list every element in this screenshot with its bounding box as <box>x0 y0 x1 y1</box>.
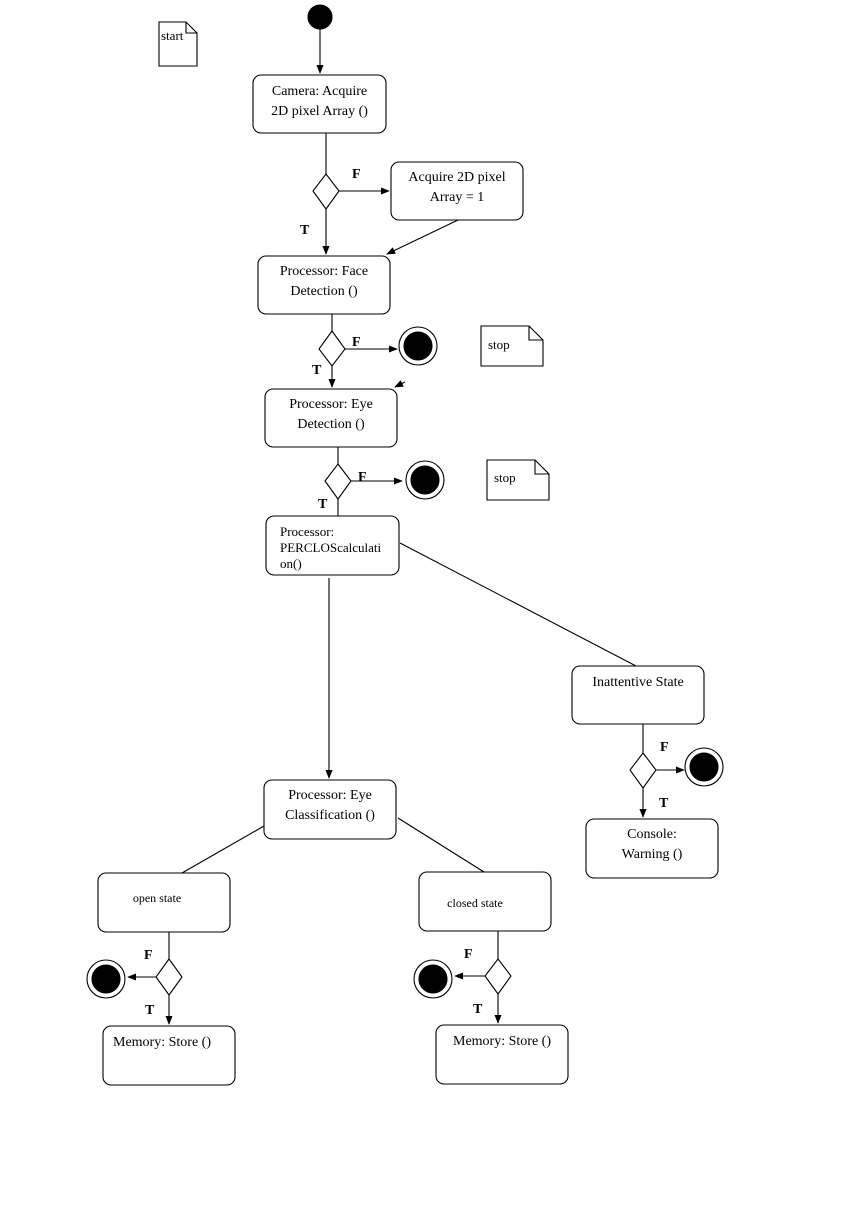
node-open-shape <box>97 872 231 933</box>
edge-acquire-face <box>386 219 459 255</box>
node-closed-shape <box>418 871 552 932</box>
node-mem-right-shape <box>435 1024 569 1085</box>
final-node-5 <box>413 959 453 999</box>
final-node-1 <box>398 326 438 366</box>
note-stop1-shape <box>480 325 544 367</box>
final-node-4 <box>86 959 126 999</box>
edge-eyeclass-open <box>181 825 265 874</box>
edge-perclos-inattentive <box>399 542 637 667</box>
initial-node <box>307 4 333 30</box>
node-camera-shape <box>252 74 387 134</box>
node-console-shape <box>585 818 719 879</box>
decision-3 <box>324 463 352 500</box>
decision-2 <box>318 330 346 367</box>
node-perclos-shape <box>265 515 400 576</box>
decision-6 <box>484 958 512 995</box>
note-start-shape <box>158 21 198 67</box>
node-eye-class-shape <box>263 779 397 840</box>
edge-eyeclass-closed <box>397 817 485 873</box>
edge-stray-arrow <box>394 380 406 388</box>
node-inattentive-shape <box>571 665 705 725</box>
node-eye-detect-shape <box>264 388 398 448</box>
note-stop2-shape <box>486 459 550 501</box>
node-acquire-shape <box>390 161 524 221</box>
decision-1 <box>312 173 340 210</box>
decision-5 <box>155 958 183 996</box>
node-face-shape <box>257 255 391 315</box>
final-node-3 <box>684 747 724 787</box>
final-node-2 <box>405 460 445 500</box>
node-mem-left-shape <box>102 1025 236 1086</box>
decision-4 <box>629 752 657 789</box>
